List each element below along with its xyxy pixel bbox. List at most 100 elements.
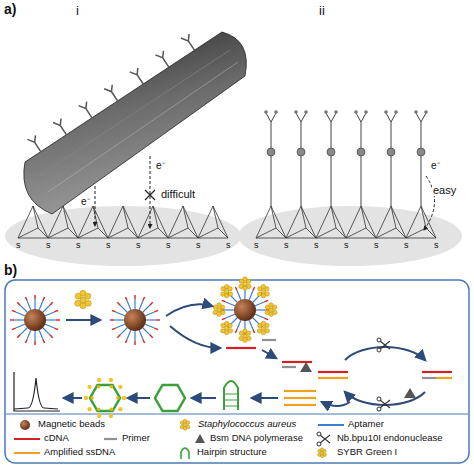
electrode-surface-i xyxy=(5,206,241,266)
magnetic-bead xyxy=(154,310,158,312)
magnetic-bead xyxy=(17,335,20,338)
electron-label: e⁻ xyxy=(80,196,91,207)
staphylococcus-cluster xyxy=(261,330,265,334)
staphylococcus-cluster xyxy=(224,321,228,325)
panel-frame xyxy=(5,280,469,463)
sulfur-label: s xyxy=(225,241,232,251)
magnetic-bead xyxy=(264,318,268,320)
magnetic-bead xyxy=(117,335,120,338)
sybr-dye xyxy=(84,378,126,419)
probe-strand xyxy=(267,148,275,156)
magnetic-bead xyxy=(12,310,16,312)
magnetic-bead xyxy=(235,329,237,333)
probe-strand xyxy=(394,110,398,114)
legend-samples xyxy=(317,442,321,446)
staphylococcus-cluster xyxy=(224,294,228,298)
dna-tetrahedron xyxy=(198,206,228,238)
dna-tetrahedron xyxy=(406,206,436,238)
amplified-ssdna xyxy=(284,391,316,405)
polymerase xyxy=(300,362,416,398)
magnetic-bead xyxy=(10,319,14,320)
magnetic-bead xyxy=(143,328,150,335)
probe-strand xyxy=(304,110,308,114)
magnetic-bead xyxy=(50,335,53,338)
process-arrow xyxy=(262,350,276,358)
subpanel-number: i xyxy=(75,4,80,18)
magnetic-bead xyxy=(237,320,241,329)
magnetic-bead xyxy=(224,309,234,310)
sybr-dye xyxy=(110,385,114,389)
sybr-dye xyxy=(109,414,113,418)
panel-frame xyxy=(5,280,469,463)
magnetic-bead xyxy=(117,302,120,305)
magnetic-bead xyxy=(12,328,16,330)
probe-strand xyxy=(326,113,336,206)
magnetic-bead xyxy=(34,295,35,299)
antibody xyxy=(79,102,92,118)
staphylococcus-cluster xyxy=(261,294,265,298)
staphylococcus-cluster xyxy=(217,312,221,316)
magnetic-bead xyxy=(226,302,235,306)
probe-strand xyxy=(327,148,335,156)
carbon-nanotube xyxy=(24,32,247,214)
magnetic-bead xyxy=(139,301,143,310)
legend-samples xyxy=(318,424,344,426)
cdna-strand xyxy=(436,377,452,379)
magnetic-bead xyxy=(150,302,153,305)
magnetic-bead xyxy=(54,310,58,312)
staphylococcus-cluster xyxy=(224,330,228,334)
probe-strand xyxy=(334,110,338,114)
sulfur-label: s xyxy=(313,241,320,251)
magnetic-bead xyxy=(54,328,58,330)
sulfur-label: s xyxy=(165,241,172,251)
sulfur-label: s xyxy=(105,241,112,251)
sulfur-label: s xyxy=(283,241,290,251)
sulfur-label: s xyxy=(15,241,22,251)
electron-label: e⁻ xyxy=(155,160,166,171)
antibody xyxy=(53,119,66,135)
amplified-ssdna xyxy=(284,397,316,399)
amplified-ssdna xyxy=(284,404,316,406)
process-arrow xyxy=(66,319,100,321)
magnetic-bead xyxy=(249,291,253,300)
process-arrow xyxy=(128,397,150,399)
dna-tetrahedron xyxy=(376,206,406,238)
carbon-nanotube xyxy=(48,62,238,192)
magnetic-bead xyxy=(25,339,27,343)
magnetic-bead xyxy=(45,324,54,328)
hexagon-structure xyxy=(90,385,185,411)
magnetic-bead xyxy=(264,300,268,302)
magnetic-bead xyxy=(114,319,124,320)
dna-tetrahedron xyxy=(138,206,168,238)
staphylococcus-cluster xyxy=(261,321,265,325)
magnetic-bead xyxy=(139,330,143,339)
magnetic-bead xyxy=(226,314,235,318)
subpanel-number: ii xyxy=(318,4,326,18)
probe-strand xyxy=(387,148,395,156)
legend-samples xyxy=(320,435,330,443)
cdna-strand xyxy=(318,377,348,379)
sybr-dye xyxy=(118,407,122,411)
legend-samples xyxy=(195,434,205,443)
magnetic-bead xyxy=(16,324,25,328)
magnetic-bead xyxy=(39,330,43,339)
polymerase xyxy=(300,362,312,372)
probe-strand xyxy=(356,113,366,206)
magnetic-bead xyxy=(39,301,43,310)
fluorescence-chart xyxy=(14,372,60,411)
magnetic-bead xyxy=(127,330,131,339)
magnetic-bead xyxy=(46,319,56,320)
dna-tetrahedron xyxy=(286,206,316,238)
staphylococcus-cluster xyxy=(261,284,265,288)
dna-tetrahedron xyxy=(256,206,286,238)
magnetic-bead xyxy=(20,328,27,335)
probe-strand xyxy=(354,110,358,114)
sulfur-label: s xyxy=(45,241,52,251)
legend-samples xyxy=(14,452,40,454)
process-arrow xyxy=(166,304,212,316)
magnetic-bead xyxy=(116,312,125,316)
electrode-surface-i xyxy=(5,206,241,266)
legend-samples xyxy=(320,454,323,457)
magnetic-bead xyxy=(253,329,255,333)
sybr-dye xyxy=(97,407,101,411)
